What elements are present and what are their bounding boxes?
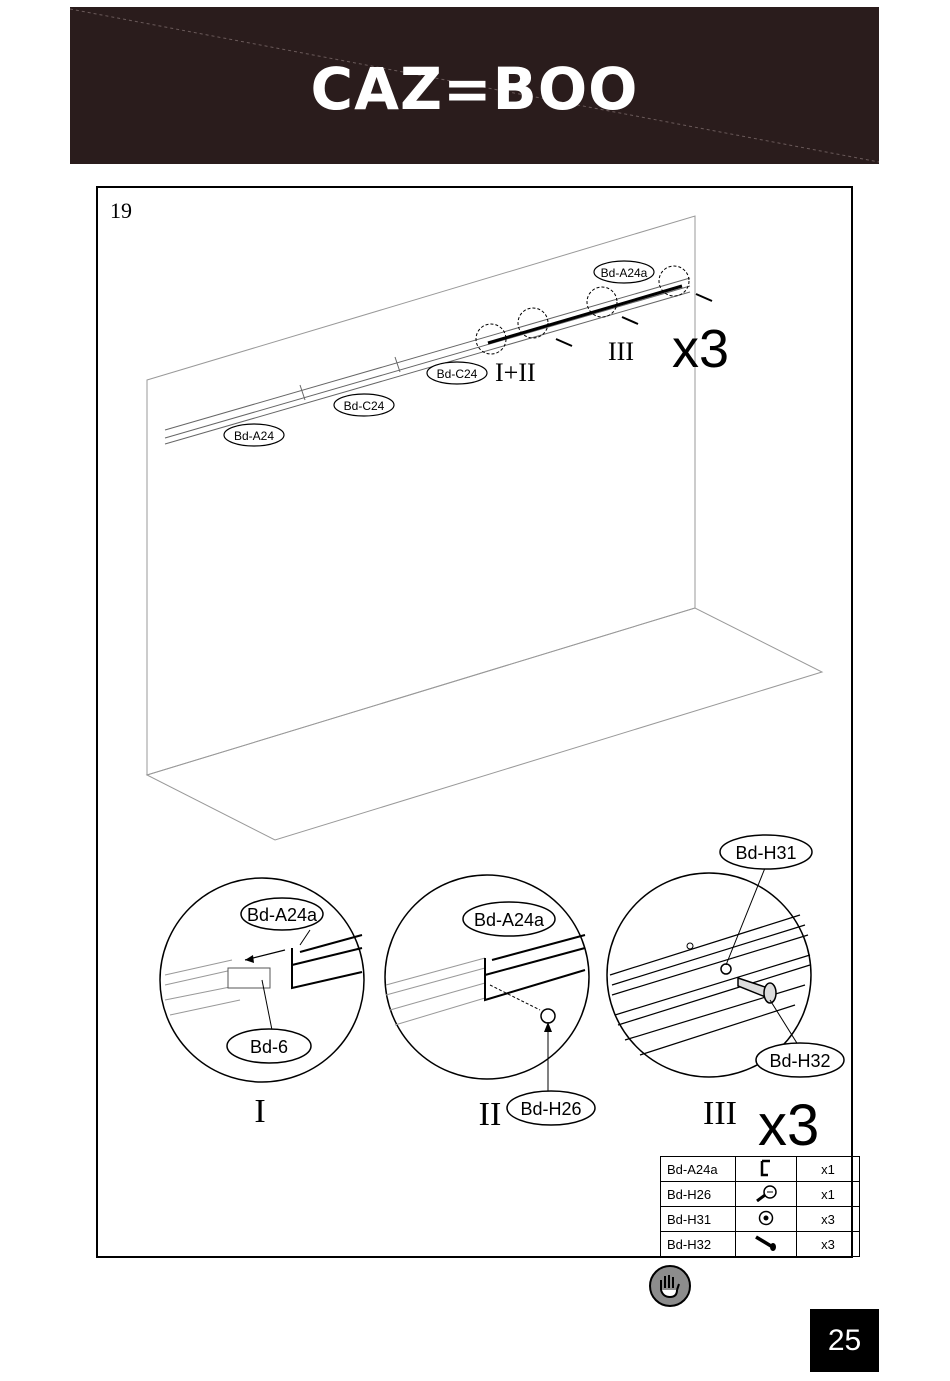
detail2-roman: II xyxy=(479,1096,502,1133)
screw-head-icon xyxy=(736,1182,797,1207)
label-bd-a24a: Bd-A24a xyxy=(601,266,648,280)
washer-icon xyxy=(736,1207,797,1232)
roman-i-ii: I+II xyxy=(495,358,536,387)
part-qty: x3 xyxy=(797,1232,860,1257)
label-bd-c24-2: Bd-C24 xyxy=(344,399,385,413)
screw-icon xyxy=(736,1232,797,1257)
detail2-label-bd-a24a: Bd-A24a xyxy=(474,910,545,930)
part-code: Bd-H32 xyxy=(661,1232,736,1257)
parts-table: Bd-A24a x1 Bd-H26 x1 Bd-H31 x3 Bd-H32 x3 xyxy=(660,1156,860,1257)
multiplier-top: x3 xyxy=(672,319,729,379)
wall-panel xyxy=(147,216,822,840)
table-row: Bd-H32 x3 xyxy=(661,1232,860,1257)
detail2-label-bd-h26: Bd-H26 xyxy=(520,1099,581,1119)
table-row: Bd-H26 x1 xyxy=(661,1182,860,1207)
part-code: Bd-A24a xyxy=(661,1157,736,1182)
roman-iii-top: III xyxy=(608,337,634,366)
glove-icon xyxy=(648,1264,692,1313)
detail1-label-bd-a24a: Bd-A24a xyxy=(247,905,318,925)
detail3-label-bd-h31: Bd-H31 xyxy=(735,843,796,863)
detail-circle-3 xyxy=(607,835,844,1077)
detail1-label-bd-6: Bd-6 xyxy=(250,1037,288,1057)
detail3-multiplier: x3 xyxy=(758,1093,819,1158)
part-qty: x1 xyxy=(797,1182,860,1207)
bracket-icon xyxy=(736,1157,797,1182)
part-qty: x1 xyxy=(797,1157,860,1182)
label-bd-c24-1: Bd-C24 xyxy=(437,367,478,381)
table-row: Bd-H31 x3 xyxy=(661,1207,860,1232)
part-code: Bd-H31 xyxy=(661,1207,736,1232)
detail3-label-bd-h32: Bd-H32 xyxy=(769,1051,830,1071)
detail3-roman: III xyxy=(703,1095,737,1132)
part-qty: x3 xyxy=(797,1207,860,1232)
zoom-circles xyxy=(476,266,689,354)
table-row: Bd-A24a x1 xyxy=(661,1157,860,1182)
page-number: 25 xyxy=(810,1309,879,1372)
label-bd-a24: Bd-A24 xyxy=(234,429,274,443)
part-code: Bd-H26 xyxy=(661,1182,736,1207)
rail-end-piece xyxy=(488,286,682,343)
detail1-roman: I xyxy=(254,1093,265,1130)
